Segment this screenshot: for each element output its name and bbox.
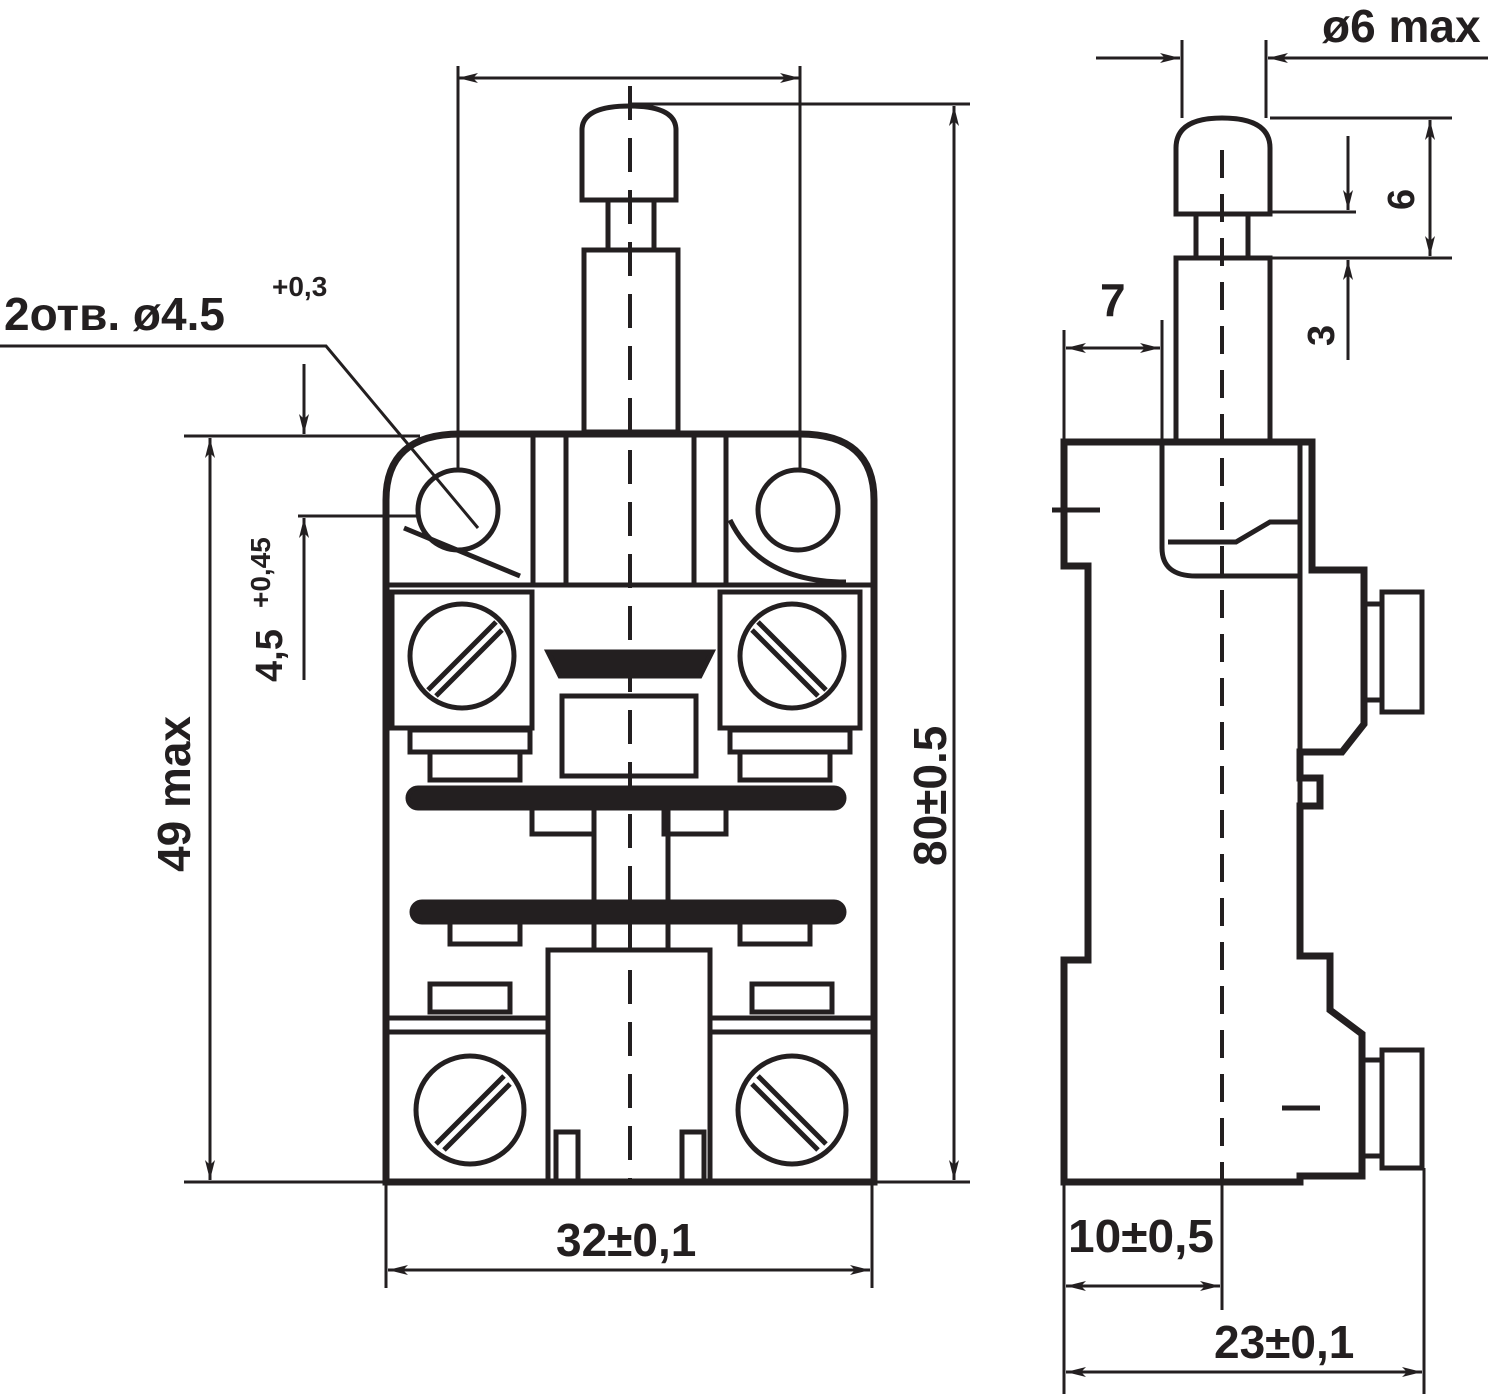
overall-depth-label: 23±0,1 [1214, 1316, 1354, 1368]
hole-offset-tolerance-label: +0,45 [245, 537, 276, 608]
side-view [1052, 115, 1425, 1186]
right-hole-arc [727, 518, 847, 585]
plunger-travel-label: 6 [1381, 189, 1423, 210]
screw-bottom-right-icon [735, 1053, 849, 1167]
side-body-outline [1060, 438, 1368, 1186]
pretravel-label: 3 [1301, 325, 1343, 346]
front-view [382, 86, 878, 1186]
height-max-label: 49 max [148, 716, 200, 872]
hole-offset-label: 4,5 [249, 629, 291, 682]
right-mounting-hole [755, 467, 841, 553]
screw-top-right-icon [737, 601, 847, 711]
screw-bottom-left-icon [413, 1053, 527, 1167]
plunger-diameter-label: ø6 max [1322, 0, 1481, 52]
plunger-axis-offset-label: 10±0,5 [1068, 1210, 1214, 1262]
side-plunger-cap [1173, 115, 1273, 217]
front-dimensions [0, 66, 970, 1288]
screw-top-left-icon [407, 601, 517, 711]
mount-width-label: 32±0,1 [556, 1214, 696, 1266]
overall-height-label: 80±0.5 [904, 726, 956, 866]
hole-callout-label: 2отв. ø4.5 [4, 288, 225, 340]
hole-tolerance-label: +0,3 [272, 271, 327, 302]
left-hole-arc [403, 525, 521, 579]
flange-width-label: 7 [1100, 274, 1126, 326]
side-dimensions [1062, 40, 1488, 1394]
